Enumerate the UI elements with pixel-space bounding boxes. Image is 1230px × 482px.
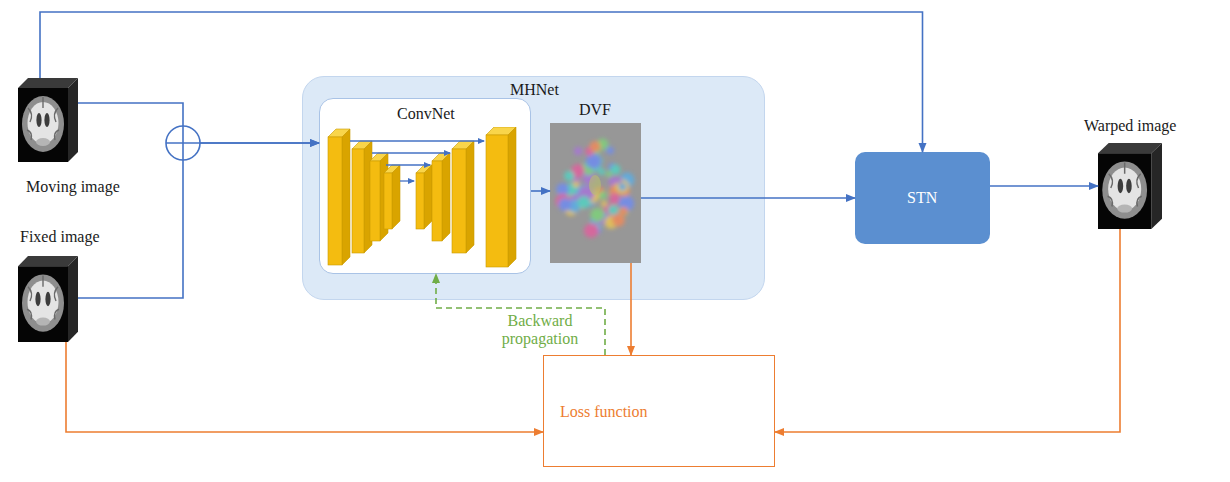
node-label: DVF bbox=[579, 101, 611, 119]
connector bbox=[531, 190, 550, 192]
image-node: Warped image bbox=[1098, 143, 1162, 229]
connector bbox=[630, 263, 632, 355]
brain-scan bbox=[18, 78, 78, 162]
sum-symbol bbox=[166, 126, 200, 160]
brain-scan bbox=[1098, 143, 1162, 229]
node-label: Fixed image bbox=[20, 228, 100, 246]
connector bbox=[78, 143, 319, 298]
network-box: MHNetConvNetDVF bbox=[302, 76, 765, 300]
loss-box: Loss function bbox=[543, 355, 775, 467]
node-label: ConvNet bbox=[397, 105, 455, 123]
connector bbox=[78, 103, 319, 143]
brain-scan bbox=[18, 256, 78, 342]
connector bbox=[775, 229, 1120, 432]
image-node: Moving image bbox=[18, 78, 78, 162]
field-image: DVF bbox=[550, 123, 641, 263]
edge-label: Backward propagation bbox=[486, 312, 594, 348]
connector bbox=[990, 185, 1098, 187]
node-label: Moving image bbox=[26, 178, 120, 196]
transformer-box: STN bbox=[855, 152, 990, 244]
deformation-field bbox=[550, 123, 641, 263]
connector bbox=[66, 342, 543, 432]
unet-illustration bbox=[320, 127, 532, 273]
node-label: Loss function bbox=[560, 403, 648, 421]
connector bbox=[641, 197, 855, 199]
convnet-box: ConvNet bbox=[319, 98, 531, 274]
node-label: Warped image bbox=[1084, 117, 1176, 135]
node-label: MHNet bbox=[510, 81, 559, 99]
node-label: STN bbox=[907, 189, 937, 207]
image-node: Fixed image bbox=[18, 256, 78, 342]
